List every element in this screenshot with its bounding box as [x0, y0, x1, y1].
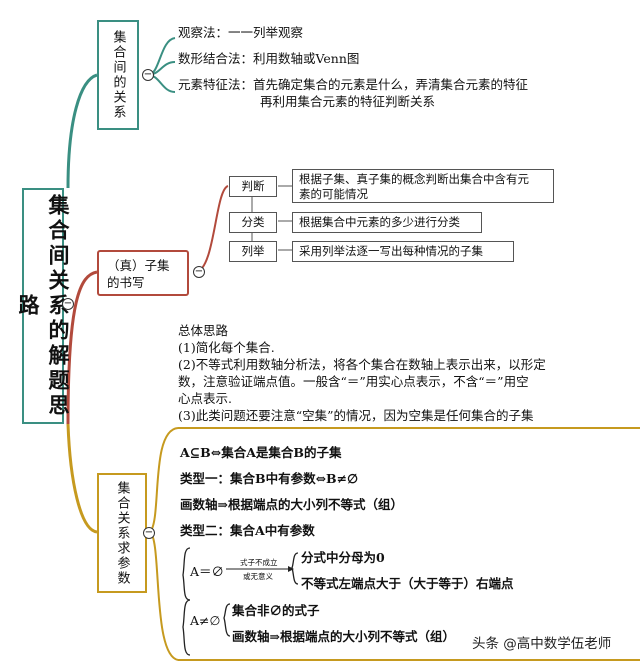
step-desc-judge: 根据子集、真子集的概念判断出集合中含有元 素的可能情况 [292, 169, 554, 203]
branch-node-params: 集合关系求参数 [97, 473, 147, 593]
branch2-label-line1: （真）子集 [107, 258, 170, 273]
case-empty-arrow-top: 式子不成立 [240, 558, 278, 567]
step-key-classify: 分类 [229, 212, 277, 233]
branch2-label-line2: 的书写 [107, 275, 145, 290]
branch-node-subsets: （真）子集 的书写 [97, 250, 189, 296]
root-node: 集合间关系的解题思路 [16, 188, 71, 424]
root-to-branch2-line [66, 270, 98, 425]
case-nonempty-result: 画数轴⇒根据端点的大小列不等式（组） [232, 629, 455, 644]
rule-line: A⊆B⇔集合A是集合B的子集 [180, 445, 342, 460]
root-collapse-icon[interactable]: − [62, 298, 74, 310]
watermark: 头条 @高中数学伍老师 [472, 636, 612, 652]
note-line: 数，注意验证端点值。一般含“＝”用实心点表示，不含“＝”用空 [178, 374, 529, 389]
case-empty-arrow-bottom: 或无意义 [243, 572, 273, 581]
note-line: (3)此类问题还要注意“空集”的情况，因为空集是任何集合的子集 [178, 408, 534, 423]
case-nonempty-condition: A≠∅ [190, 613, 221, 628]
step-desc-enumerate: 采用列举法逐一写出每种情况的子集 [292, 241, 514, 262]
step-desc-line: 根据子集、真子集的概念判断出集合中含有元 [299, 172, 529, 186]
case-empty-condition: A＝∅ [190, 564, 225, 579]
case-nonempty-result: 集合非∅的式子 [232, 603, 320, 618]
note-line: 心点表示. [178, 391, 232, 406]
notes-heading: 总体思路 [178, 323, 229, 338]
case-empty-result: 不等式左端点大于（大于等于）右端点 [301, 576, 514, 591]
branch1-item: 元素特征法：首先确定集合的元素是什么，弄清集合元素的特征 [178, 77, 529, 92]
step-desc-line: 素的可能情况 [299, 187, 368, 201]
branch1-item: 观察法：一一列举观察 [178, 25, 304, 40]
branch1-item-continued: 再利用集合元素的特征判断关系 [260, 94, 436, 109]
branch3-label: 集合关系求参数 [114, 480, 130, 586]
step-desc-classify: 根据集合中元素的多少进行分类 [292, 212, 482, 233]
branch1-label: 集合间的关系 [110, 30, 126, 120]
root-to-branch3-line [66, 423, 98, 534]
note-line: (1)简化每个集合. [178, 340, 275, 355]
case-empty-result: 分式中分母为0 [301, 550, 385, 565]
overall-approach-notes: 总体思路 (1)简化每个集合. (2)不等式利用数轴分析法，将各个集合在数轴上表… [178, 322, 546, 424]
branch1-item: 数形结合法：利用数轴或Venn图 [178, 51, 360, 66]
step-key-enumerate: 列举 [229, 241, 277, 262]
step-key-judge: 判断 [229, 176, 277, 197]
branch3-collapse-icon[interactable]: − [143, 527, 155, 539]
root-to-branch1-line [66, 73, 98, 189]
branch1-collapse-icon[interactable]: − [142, 69, 154, 81]
branch2-collapse-icon[interactable]: − [193, 266, 205, 278]
rule-line: 画数轴⇒根据端点的大小列不等式（组） [180, 497, 403, 512]
rule-line: 类型一：集合B中有参数⇔B≠∅ [180, 471, 358, 486]
branch-node-relations: 集合间的关系 [97, 20, 139, 130]
note-line: (2)不等式利用数轴分析法，将各个集合在数轴上表示出来，以形定 [178, 357, 546, 372]
rule-line: 类型二：集合A中有参数 [180, 523, 315, 538]
